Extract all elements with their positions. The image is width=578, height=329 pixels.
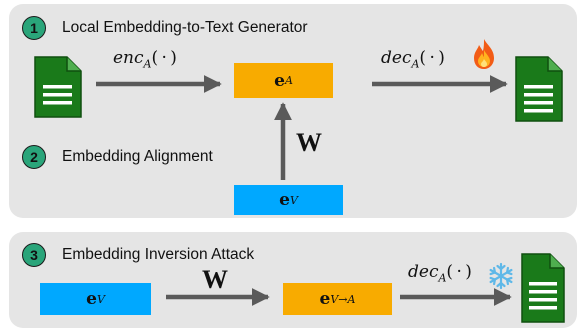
step-1-title: Local Embedding-to-Text Generator: [62, 19, 308, 36]
step-3-header: 3 Embedding Inversion Attack: [22, 243, 254, 267]
enc-label: encA( · ): [113, 48, 177, 71]
fire-icon: [474, 39, 494, 69]
step-1-number: 1: [22, 16, 46, 40]
generator-alignment-panel: [9, 4, 577, 218]
step-3-number: 3: [22, 243, 46, 267]
step-2-title: Embedding Alignment: [62, 148, 213, 165]
input-document-icon: [34, 56, 82, 118]
recovered-document-icon: [521, 253, 565, 323]
w-label-bottom: W: [202, 265, 228, 294]
w-label-top: W: [296, 128, 322, 157]
dec-label-bottom: decA( · ): [408, 262, 472, 285]
step-2-number: 2: [22, 145, 46, 169]
step-2-header: 2 Embedding Alignment: [22, 145, 213, 169]
step-3-title: Embedding Inversion Attack: [62, 246, 255, 263]
step-1-header: 1 Local Embedding-to-Text Generator: [22, 16, 308, 40]
output-document-icon: [515, 56, 563, 122]
dec-label-top: decA( · ): [381, 48, 445, 71]
snowflake-icon: [487, 262, 515, 290]
